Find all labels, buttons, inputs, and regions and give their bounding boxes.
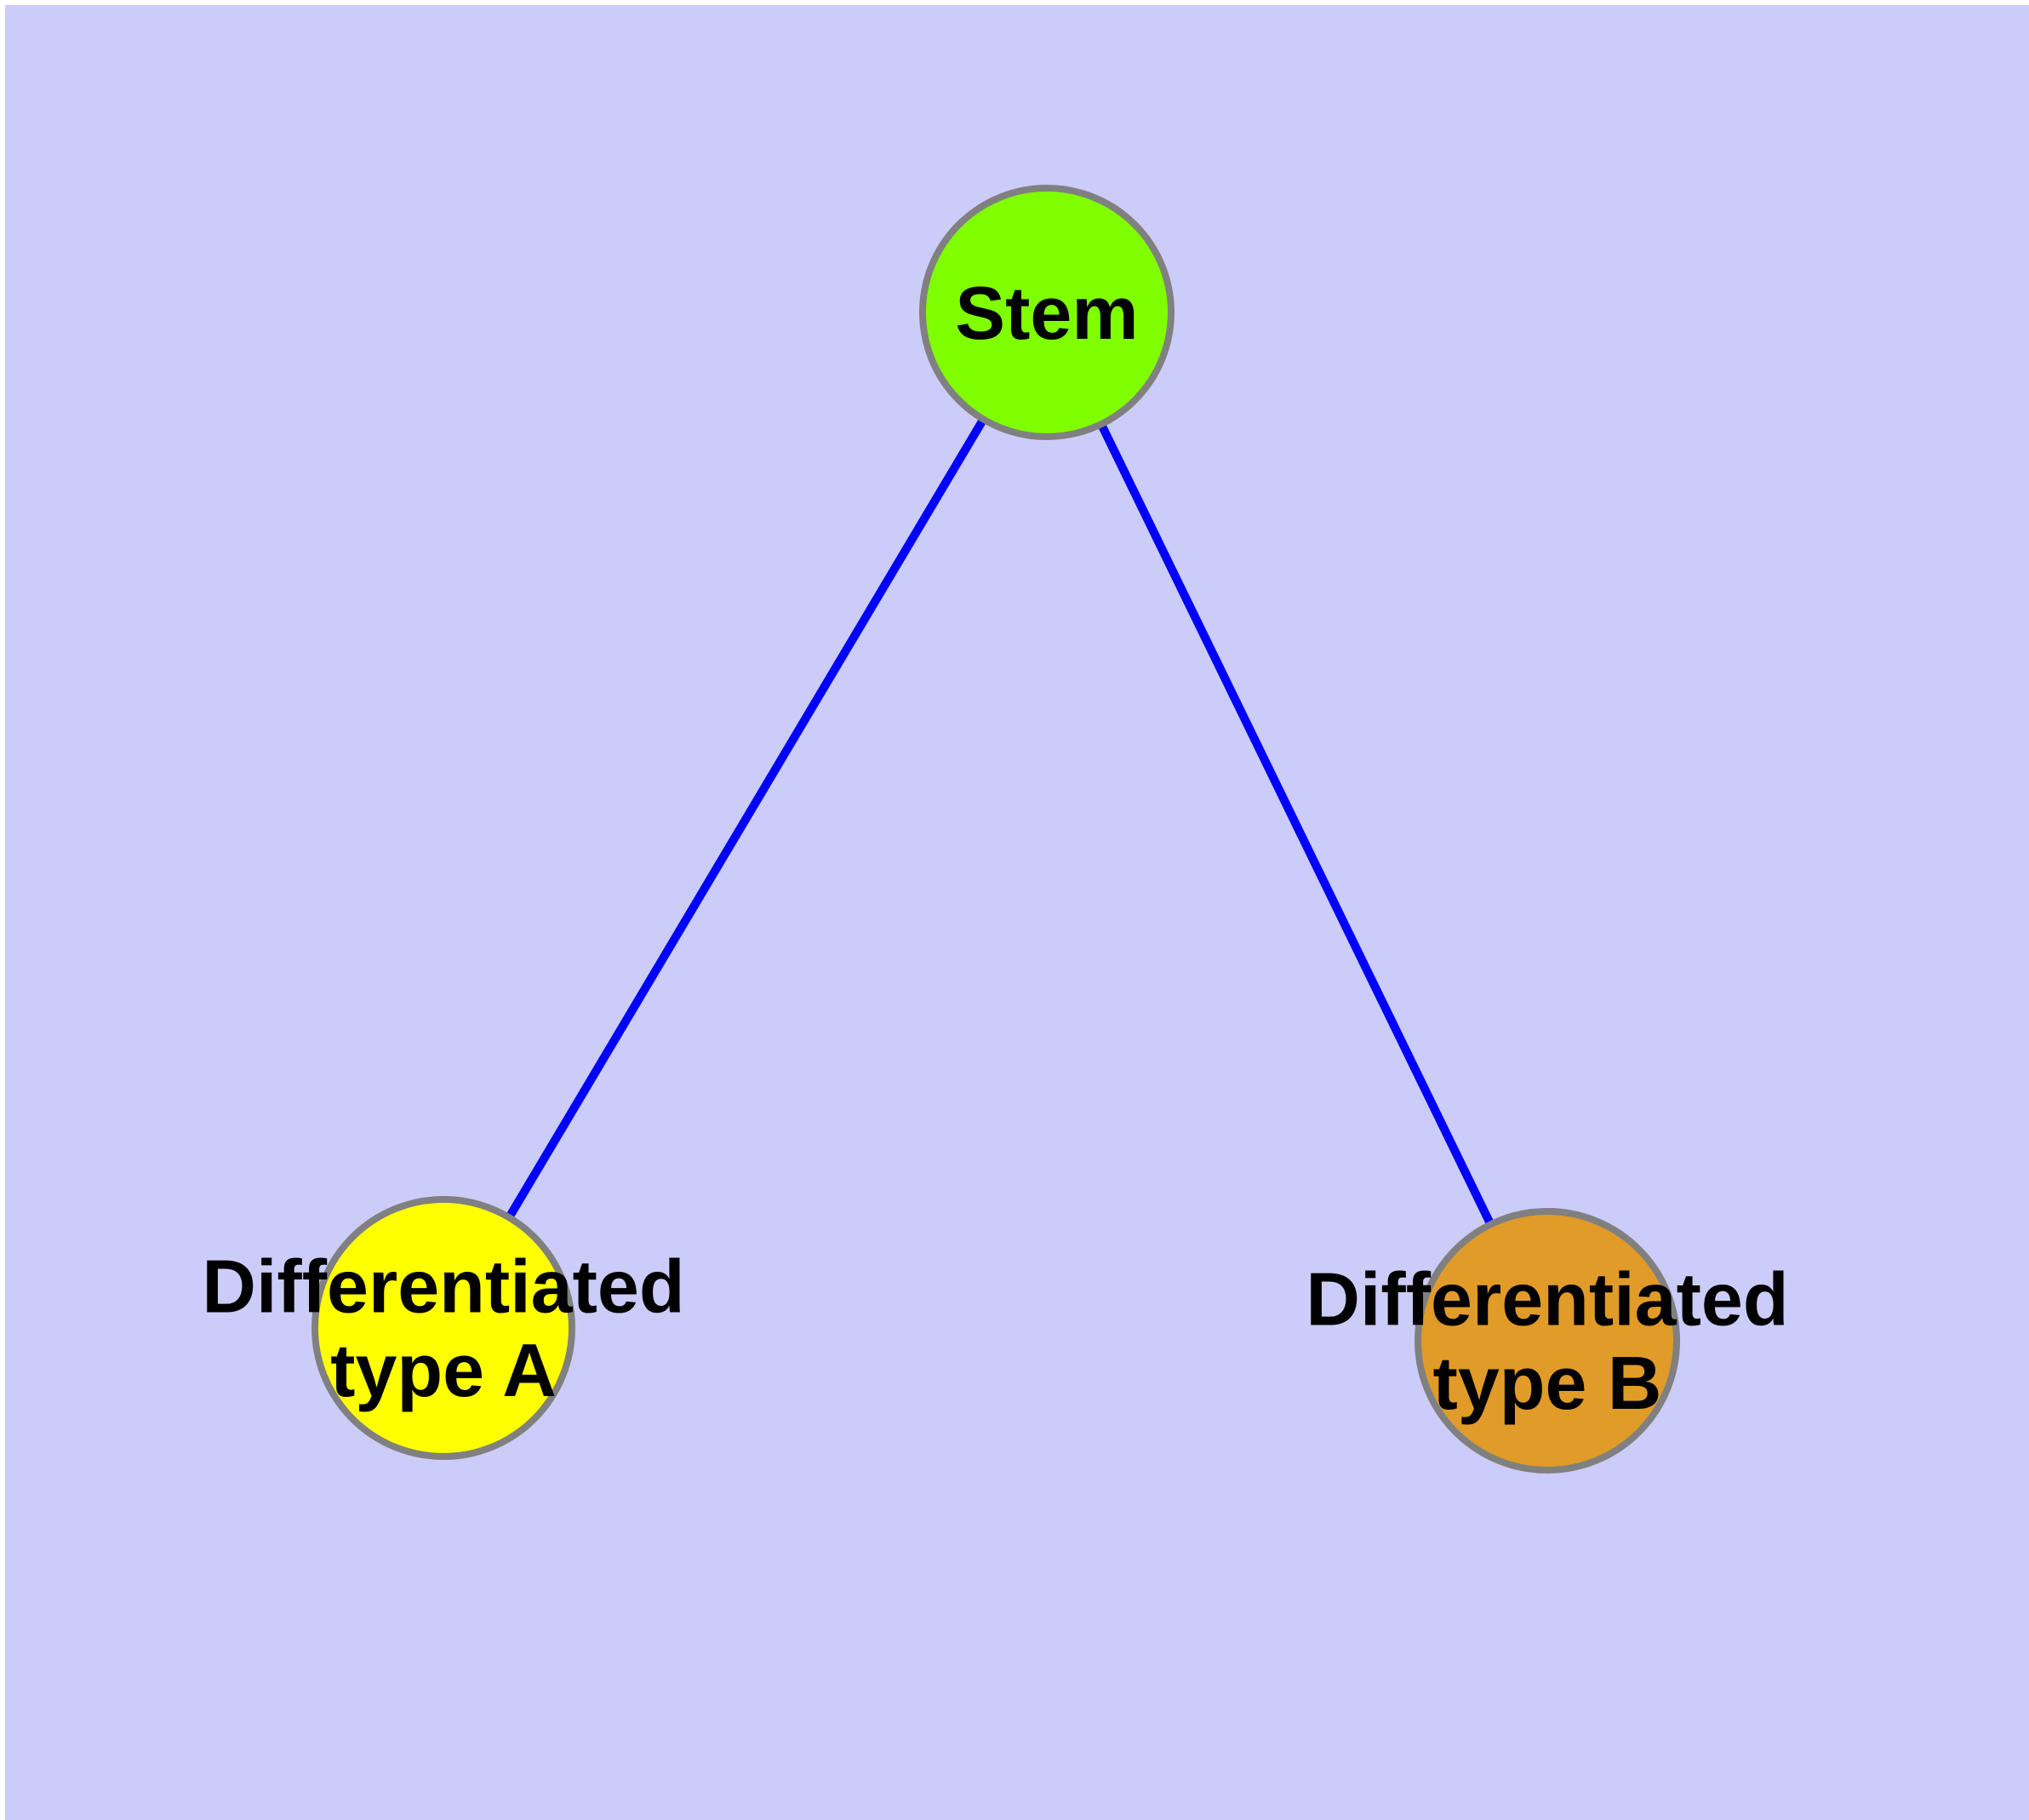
graph-node-diff_a[interactable] xyxy=(311,1196,575,1460)
label-line: type A xyxy=(330,1328,557,1412)
graph-node-diff_b[interactable] xyxy=(1415,1208,1680,1474)
graph-node-label-stem: Stem xyxy=(955,271,1138,355)
nodes-layer xyxy=(311,185,1680,1474)
edges-layer xyxy=(505,416,1495,1227)
graph-edge xyxy=(505,416,987,1220)
label-line: type B xyxy=(1433,1341,1662,1425)
label-line: Differentiated xyxy=(1306,1257,1788,1342)
graph-edge xyxy=(1097,422,1495,1227)
label-line: Stem xyxy=(955,271,1138,355)
graph-node-stem[interactable] xyxy=(919,185,1175,440)
label-line: Differentiated xyxy=(202,1245,684,1329)
